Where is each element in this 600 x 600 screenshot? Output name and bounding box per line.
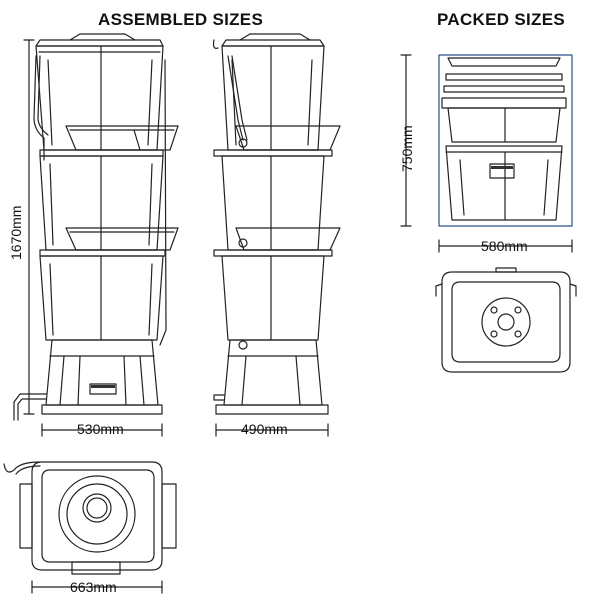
packed-top-view-drawing [435, 267, 577, 373]
top-width-label: 663mm [70, 579, 117, 595]
packed-height-label: 750mm [399, 125, 415, 172]
packed-sizes-heading: PACKED SIZES [437, 10, 565, 29]
top-view-drawing [3, 461, 177, 594]
packed-view-drawing [400, 54, 573, 253]
side-width-label: 490mm [241, 421, 288, 437]
side-view-drawing [212, 33, 341, 437]
assembled-sizes-heading: ASSEMBLED SIZES [98, 10, 264, 29]
front-width-label: 530mm [77, 421, 124, 437]
packed-width-label: 580mm [481, 238, 528, 254]
assembled-height-label: 1670mm [8, 205, 24, 260]
front-view-drawing [13, 33, 179, 437]
